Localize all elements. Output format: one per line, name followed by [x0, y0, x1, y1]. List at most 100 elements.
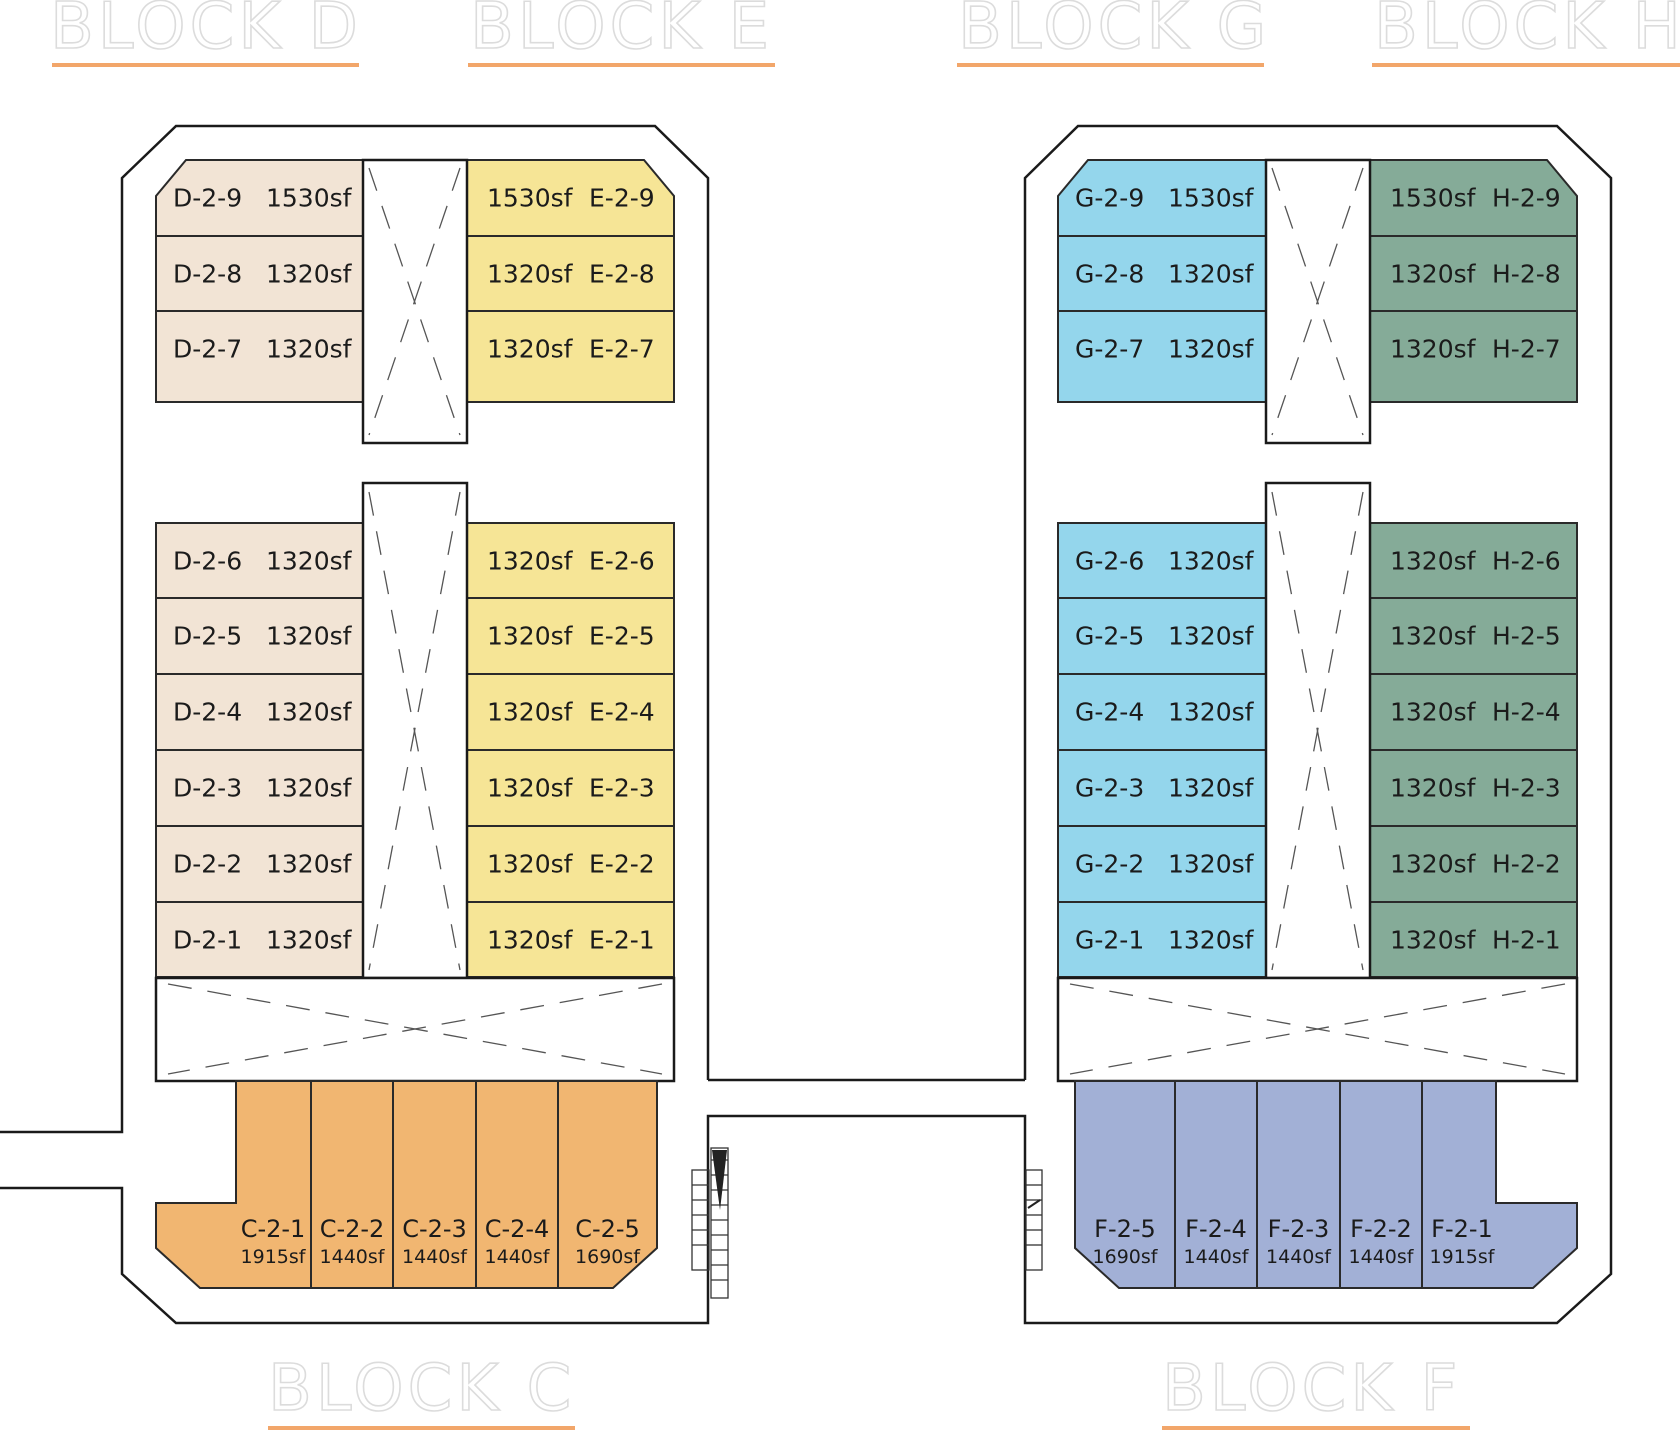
unit-area: 1320sf: [487, 335, 574, 364]
block-title-h: BLOCK H: [1374, 0, 1680, 64]
unit-area: 1320sf: [266, 698, 353, 727]
unit-box[interactable]: [1369, 673, 1578, 751]
underline-h: [1372, 63, 1680, 67]
unit-area: 1320sf: [266, 260, 353, 289]
underline-e: [468, 63, 775, 67]
unit-area: 1320sf: [1390, 698, 1477, 727]
unit-id: H-2-4: [1492, 698, 1561, 727]
unit-area: 1440sf: [1184, 1246, 1250, 1268]
unit-area: 1320sf: [1390, 774, 1477, 803]
unit-id: D-2-5: [173, 622, 242, 651]
unit-box[interactable]: [1369, 235, 1578, 312]
unit-area: 1690sf: [1093, 1246, 1159, 1268]
unit-box[interactable]: [1421, 1080, 1578, 1289]
unit-area: 1530sf: [1168, 184, 1255, 213]
block-title-g: BLOCK G: [958, 0, 1270, 64]
unit-box[interactable]: [466, 901, 675, 978]
unit-area: 1320sf: [1390, 335, 1477, 364]
unit-area: 1320sf: [1168, 335, 1255, 364]
unit-box[interactable]: [155, 235, 364, 312]
unit-area: 1440sf: [1266, 1246, 1332, 1268]
unit-id: C-2-4: [485, 1215, 550, 1243]
unit-id: D-2-8: [173, 260, 242, 289]
unit-box[interactable]: [1369, 901, 1578, 978]
block-title-e: BLOCK E: [470, 0, 773, 64]
unit-box[interactable]: [155, 597, 364, 675]
unit-box[interactable]: [1057, 310, 1267, 403]
unit-id: E-2-1: [589, 926, 655, 955]
unit-id: D-2-3: [173, 774, 242, 803]
unit-box[interactable]: [1074, 1080, 1176, 1289]
unit-box[interactable]: [1057, 235, 1267, 312]
unit-box[interactable]: [1369, 597, 1578, 675]
unit-area: 1320sf: [1168, 622, 1255, 651]
unit-box[interactable]: [155, 901, 364, 978]
unit-area: 1530sf: [1390, 184, 1477, 213]
unit-id: H-2-9: [1492, 184, 1561, 213]
unit-box[interactable]: [466, 597, 675, 675]
unit-area: 1320sf: [487, 547, 574, 576]
unit-area: 1440sf: [402, 1246, 468, 1268]
unit-id: C-2-2: [320, 1215, 385, 1243]
block-f-units: F-2-51690sfF-2-41440sfF-2-31440sfF-2-214…: [1074, 1080, 1578, 1289]
unit-area: 1530sf: [487, 184, 574, 213]
unit-area: 1915sf: [1430, 1246, 1496, 1268]
unit-area: 1530sf: [266, 184, 353, 213]
unit-box[interactable]: [1057, 901, 1267, 978]
unit-id: G-2-2: [1075, 850, 1144, 879]
unit-box[interactable]: [557, 1080, 658, 1289]
unit-id: D-2-9: [173, 184, 242, 213]
unit-id: E-2-6: [589, 547, 655, 576]
unit-area: 1320sf: [266, 774, 353, 803]
unit-id: D-2-2: [173, 850, 242, 879]
unit-area: 1320sf: [266, 547, 353, 576]
unit-area: 1320sf: [1168, 547, 1255, 576]
unit-box[interactable]: [1369, 749, 1578, 827]
unit-area: 1320sf: [487, 698, 574, 727]
unit-id: H-2-7: [1492, 335, 1561, 364]
unit-box[interactable]: [1057, 825, 1267, 903]
unit-id: E-2-8: [589, 260, 655, 289]
unit-id: E-2-9: [589, 184, 655, 213]
unit-id: G-2-3: [1075, 774, 1144, 803]
unit-box[interactable]: [466, 235, 675, 312]
unit-id: F-2-2: [1350, 1215, 1412, 1243]
unit-box[interactable]: [466, 310, 675, 403]
unit-area: 1320sf: [487, 774, 574, 803]
unit-id: D-2-1: [173, 926, 242, 955]
unit-id: G-2-6: [1075, 547, 1144, 576]
unit-area: 1320sf: [1168, 926, 1255, 955]
unit-area: 1320sf: [1390, 622, 1477, 651]
unit-area: 1320sf: [1168, 698, 1255, 727]
unit-id: H-2-8: [1492, 260, 1561, 289]
cores: [154, 158, 1579, 1083]
unit-area: 1320sf: [1390, 926, 1477, 955]
unit-area: 1320sf: [487, 622, 574, 651]
unit-id: E-2-3: [589, 774, 655, 803]
unit-id: F-2-1: [1431, 1215, 1493, 1243]
unit-box[interactable]: [155, 522, 364, 599]
escalator-right: [1025, 1169, 1043, 1271]
unit-box[interactable]: [155, 673, 364, 751]
unit-area: 1320sf: [266, 850, 353, 879]
unit-area: 1440sf: [320, 1246, 386, 1268]
unit-box[interactable]: [1369, 825, 1578, 903]
unit-id: D-2-4: [173, 698, 242, 727]
unit-box[interactable]: [1369, 522, 1578, 599]
unit-area: 1320sf: [1168, 850, 1255, 879]
unit-id: H-2-3: [1492, 774, 1561, 803]
unit-box[interactable]: [155, 825, 364, 903]
corridor-outline: [0, 124, 1613, 1325]
unit-id: D-2-6: [173, 547, 242, 576]
unit-box[interactable]: [155, 310, 364, 403]
unit-id: G-2-4: [1075, 698, 1144, 727]
core-dashes: [167, 167, 1566, 1075]
unit-id: H-2-1: [1492, 926, 1561, 955]
unit-area: 1320sf: [1168, 774, 1255, 803]
unit-area: 1320sf: [1168, 260, 1255, 289]
unit-id: G-2-5: [1075, 622, 1144, 651]
unit-box[interactable]: [155, 749, 364, 827]
unit-id: C-2-5: [575, 1215, 640, 1243]
